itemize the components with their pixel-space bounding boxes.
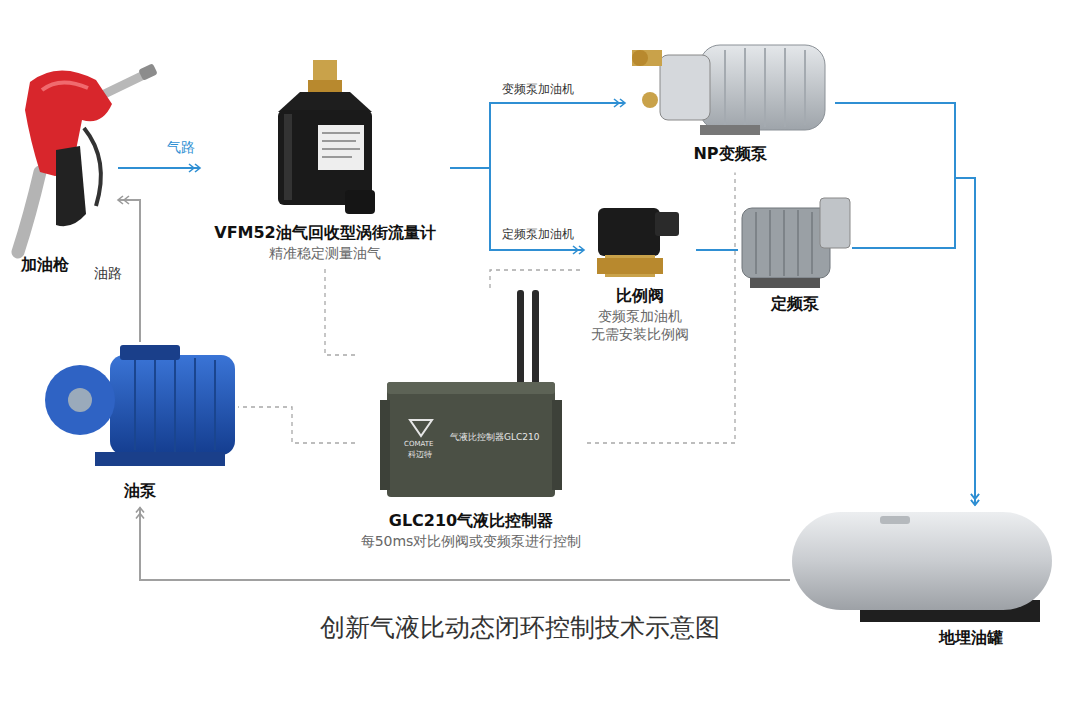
- component-note: 变频泵加油机 无需安装比例阀: [590, 307, 691, 345]
- np-pump-inlet: [632, 50, 662, 66]
- tank-body: [792, 512, 1052, 610]
- component-name: GLC210气液比控制器: [355, 510, 587, 532]
- np-pump-outlet: [642, 92, 658, 108]
- nozzle-hose: [18, 172, 40, 252]
- nozzle-lever: [84, 128, 101, 206]
- component-node: 加油枪: [8, 62, 118, 278]
- component-note: 精准稳定测量油气: [200, 244, 450, 263]
- valve-plug: [655, 212, 679, 236]
- flowmeter-cap: [345, 190, 375, 214]
- device-marking: 科迈特: [408, 450, 432, 460]
- controller-flange: [380, 400, 390, 490]
- pipe-label: 油路: [92, 264, 124, 282]
- component-name: 定频泵: [738, 293, 852, 315]
- tank-manhole: [880, 516, 910, 524]
- fixed-pump-head: [820, 198, 850, 248]
- nozzle-highlight: [42, 82, 88, 90]
- gas-pipe: [852, 178, 975, 505]
- flowmeter-cone: [278, 92, 372, 112]
- signal-line: [587, 173, 735, 443]
- np-pump-picture: [632, 45, 825, 135]
- antenna: [517, 290, 524, 385]
- component-name: 加油枪: [8, 254, 82, 276]
- controller-top: [387, 382, 555, 394]
- gas-pipe: [450, 103, 625, 168]
- controller-housing: [387, 382, 555, 497]
- nozzle-grip: [56, 146, 86, 226]
- device-marking: 气液比控制器GLC210: [450, 432, 539, 444]
- oil-pump-port: [68, 388, 92, 412]
- flowmeter-highlight: [284, 114, 292, 200]
- pipe-label: 定频泵加油机: [500, 227, 576, 243]
- pipe-label: 气路: [165, 138, 197, 156]
- controller-flange: [552, 400, 562, 490]
- valve-coil: [598, 208, 660, 256]
- controller-picture: [380, 290, 562, 497]
- tank-picture: [792, 512, 1052, 622]
- oil-pump-motor: [110, 355, 235, 455]
- pipe-label: 变频泵加油机: [500, 82, 576, 98]
- flowmeter-fitting: [313, 60, 337, 82]
- component-node: VFM52油气回收型涡街流量计精准稳定测量油气: [200, 58, 450, 268]
- component-name: 比例阀: [584, 285, 696, 307]
- valve-ports: [597, 258, 663, 274]
- oil-pump-box: [120, 345, 180, 360]
- component-node: 油泵: [42, 342, 238, 508]
- np-pump-ribs: [725, 48, 805, 127]
- signal-line: [238, 407, 355, 443]
- flowmeter-plate: [318, 125, 364, 170]
- valve-picture: [597, 208, 679, 277]
- oil-pump-picture: [45, 345, 235, 466]
- np-pump-head: [660, 55, 710, 120]
- fixed-pump-base: [750, 278, 820, 288]
- np-pump-motor: [700, 45, 825, 130]
- fixed-pump-ribs: [756, 210, 812, 276]
- component-note: 每50ms对比例阀或变频泵进行控制: [355, 532, 587, 551]
- component-name: VFM52油气回收型涡街流量计: [200, 222, 450, 244]
- component-name: 油泵: [42, 480, 238, 502]
- signal-line: [325, 268, 355, 355]
- oil-pipe: [140, 508, 790, 580]
- nozzle-tip: [138, 63, 158, 81]
- flowmeter-picture: [278, 60, 375, 214]
- diagram-title: 创新气液比动态闭环控制技术示意图: [300, 612, 740, 645]
- component-node: GLC210气液比控制器每50ms对比例阀或变频泵进行控制: [355, 288, 587, 552]
- gas-pipe: [118, 167, 200, 169]
- signal-line: [490, 270, 584, 288]
- component-node: 比例阀变频泵加油机 无需安装比例阀: [584, 203, 696, 346]
- nozzle-picture: [18, 63, 158, 252]
- gas-pipe: [696, 249, 738, 251]
- oil-pump-ribs: [135, 358, 215, 452]
- component-node: 定频泵: [738, 193, 852, 317]
- oil-pump-base: [95, 452, 225, 466]
- gas-pipe: [450, 168, 584, 250]
- antenna: [532, 290, 539, 385]
- oil-pump-head: [45, 365, 115, 435]
- controller-logo: [410, 420, 432, 436]
- np-pump-foot: [700, 125, 760, 135]
- device-marking: COMATE: [404, 440, 433, 449]
- component-node: 地埋油罐: [790, 505, 1055, 651]
- fixed-pump-motor: [742, 208, 830, 278]
- flowmeter-plate-lines: [322, 133, 360, 157]
- component-name: NP变频泵: [625, 143, 835, 165]
- component-node: NP变频泵: [625, 38, 835, 173]
- component-name: 地埋油罐: [886, 627, 1055, 649]
- gas-pipe: [835, 103, 975, 505]
- flowmeter-nut: [308, 80, 342, 92]
- fixed-pump-picture: [742, 198, 850, 288]
- np-pump-nut: [632, 50, 648, 66]
